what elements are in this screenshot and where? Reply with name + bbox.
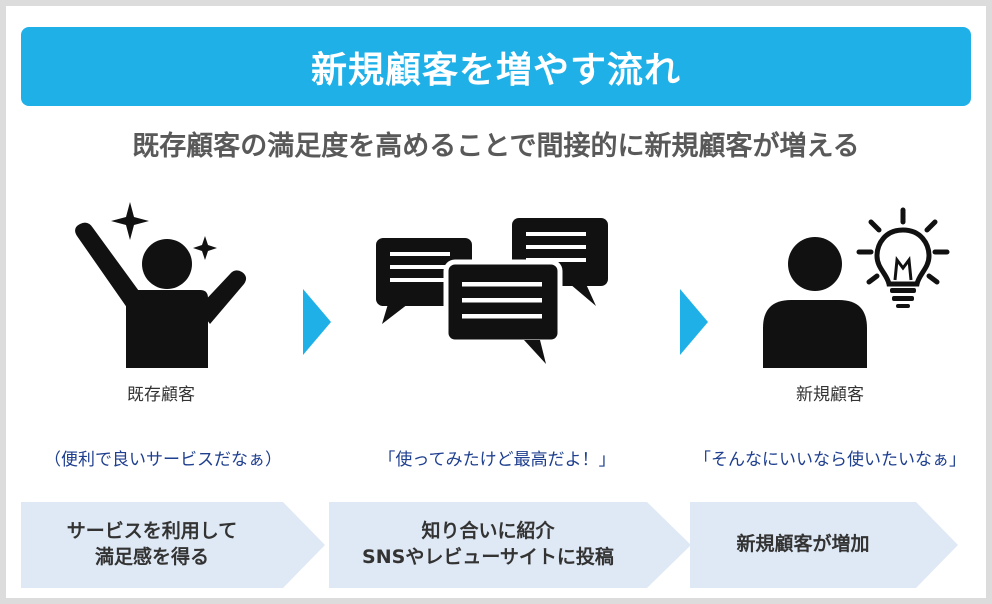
flow-arrow-2 (680, 289, 708, 355)
step-2-text: 知り合いに紹介 SNSやレビューサイトに投稿 (329, 502, 647, 588)
caption-new-customer: 新規顧客 (796, 385, 864, 405)
step-1-line-2: 満足感を得る (94, 546, 209, 568)
subtitle: 既存顧客の満足度を高めることで間接的に新規顧客が増える (132, 131, 860, 162)
quote-word-of-mouth: 「使ってみたけど最高だよ！」 (378, 450, 616, 470)
diagram-frame: 新規顧客を増やす流れ 既存顧客の満足度を高めることで間接的に新規顧客が増える (6, 6, 986, 598)
step-2-line-2: SNSやレビューサイトに投稿 (362, 546, 614, 568)
step-1-shape (21, 502, 325, 588)
caption-existing-customer: 既存顧客 (127, 385, 195, 405)
step-2-line-1: 知り合いに紹介 (421, 520, 555, 543)
title-banner: 新規顧客を増やす流れ (21, 27, 971, 106)
step-2-chevron: 知り合いに紹介 SNSやレビューサイトに投稿 (329, 502, 695, 588)
step-3-shape (690, 502, 958, 588)
person-lightbulb-icon (763, 207, 950, 368)
step-1-line-1: サービスを利用して (66, 520, 238, 543)
quote-new-customer: 「そんなにいいなら使いたいなぁ」 (694, 450, 966, 470)
flow-arrow-1 (303, 289, 331, 355)
quote-existing-customer: （便利で良いサービスだなぁ） (44, 450, 282, 470)
speech-bubbles-icon (376, 218, 608, 364)
step-3-text: 新規顧客が増加 (690, 502, 916, 588)
step-2-shape (329, 502, 691, 588)
step-3-line-1: 新規顧客が増加 (736, 533, 870, 556)
step-1-text: サービスを利用して 満足感を得る (21, 502, 283, 588)
step-3-chevron: 新規顧客が増加 (690, 502, 960, 588)
step-1-chevron: サービスを利用して 満足感を得る (21, 502, 326, 588)
cheering-person-icon (75, 202, 247, 368)
